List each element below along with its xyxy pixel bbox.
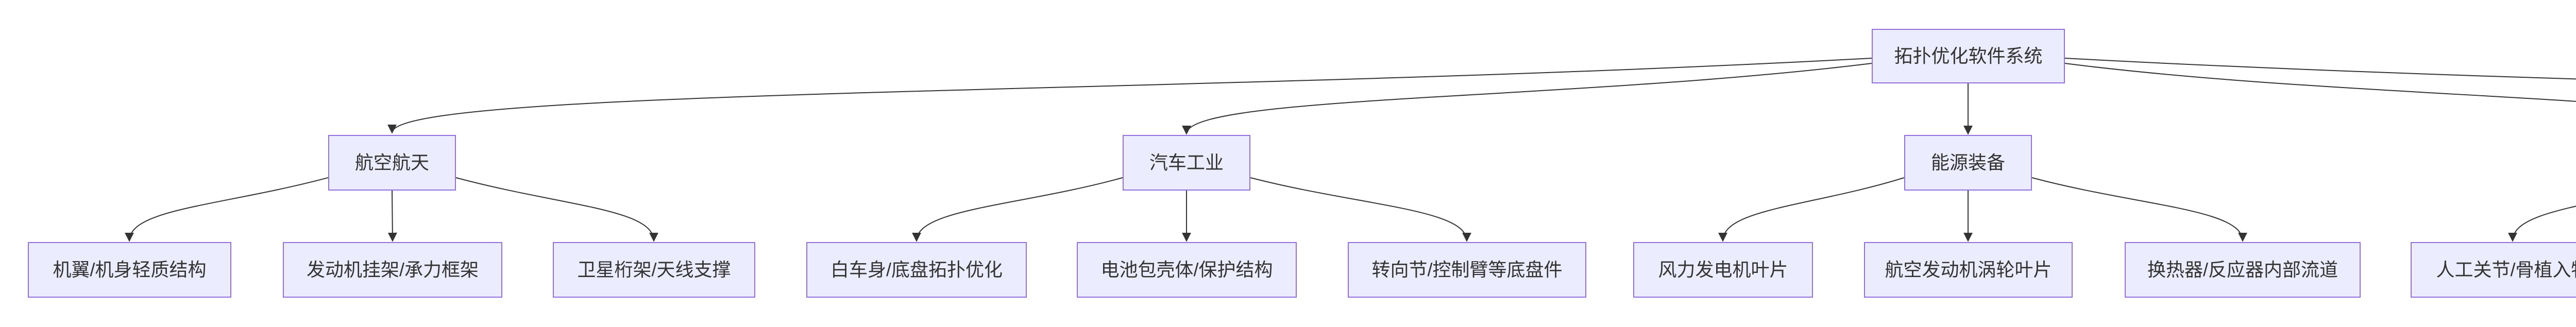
edge-aerospace-child-1 <box>387 190 397 242</box>
edge-automotive-child-2 <box>1250 177 1471 242</box>
leaf-node-artificial-joint-implant: 人工关节/骨植入物 <box>2411 242 2576 298</box>
edge-energy-child-2 <box>2031 177 2247 242</box>
leaf-node-heat-exchanger-flow-channel: 换热器/反应器内部流道 <box>2125 242 2361 298</box>
leaf-node-body-in-white-chassis: 白车身/底盘拓扑优化 <box>806 242 1027 298</box>
leaf-node-aero-engine-turbine-blade: 航空发动机涡轮叶片 <box>1864 242 2073 298</box>
edge-medical-child-0 <box>2508 205 2576 242</box>
edge-energy-child-0 <box>1718 177 1905 242</box>
edge-aerospace-child-2 <box>455 177 658 242</box>
edge-root-aerospace <box>387 58 1872 134</box>
branch-node-aerospace: 航空航天 <box>328 135 456 191</box>
branch-node-automotive: 汽车工业 <box>1123 135 1250 191</box>
leaf-node-engine-pylon-frame: 发动机挂架/承力框架 <box>283 242 502 298</box>
root-node-topology-optimization-system: 拓扑优化软件系统 <box>1872 29 2065 83</box>
leaf-node-satellite-truss-antenna: 卫星桁架/天线支撑 <box>553 242 755 298</box>
branch-node-energy-equipment: 能源装备 <box>1904 135 2032 191</box>
leaf-node-wing-fuselage-structure: 机翼/机身轻质结构 <box>28 242 231 298</box>
leaf-node-wind-turbine-blade: 风力发电机叶片 <box>1633 242 1813 298</box>
edge-root-automotive <box>1182 63 1872 135</box>
edge-automotive-child-0 <box>912 177 1123 242</box>
leaf-node-battery-pack-housing: 电池包壳体/保护结构 <box>1077 242 1297 298</box>
edge-root-consumer <box>2064 58 2576 80</box>
edge-aerospace-child-0 <box>125 177 329 242</box>
leaf-node-steering-knuckle-parts: 转向节/控制臂等底盘件 <box>1348 242 1586 298</box>
edge-root-medical <box>2064 63 2576 102</box>
